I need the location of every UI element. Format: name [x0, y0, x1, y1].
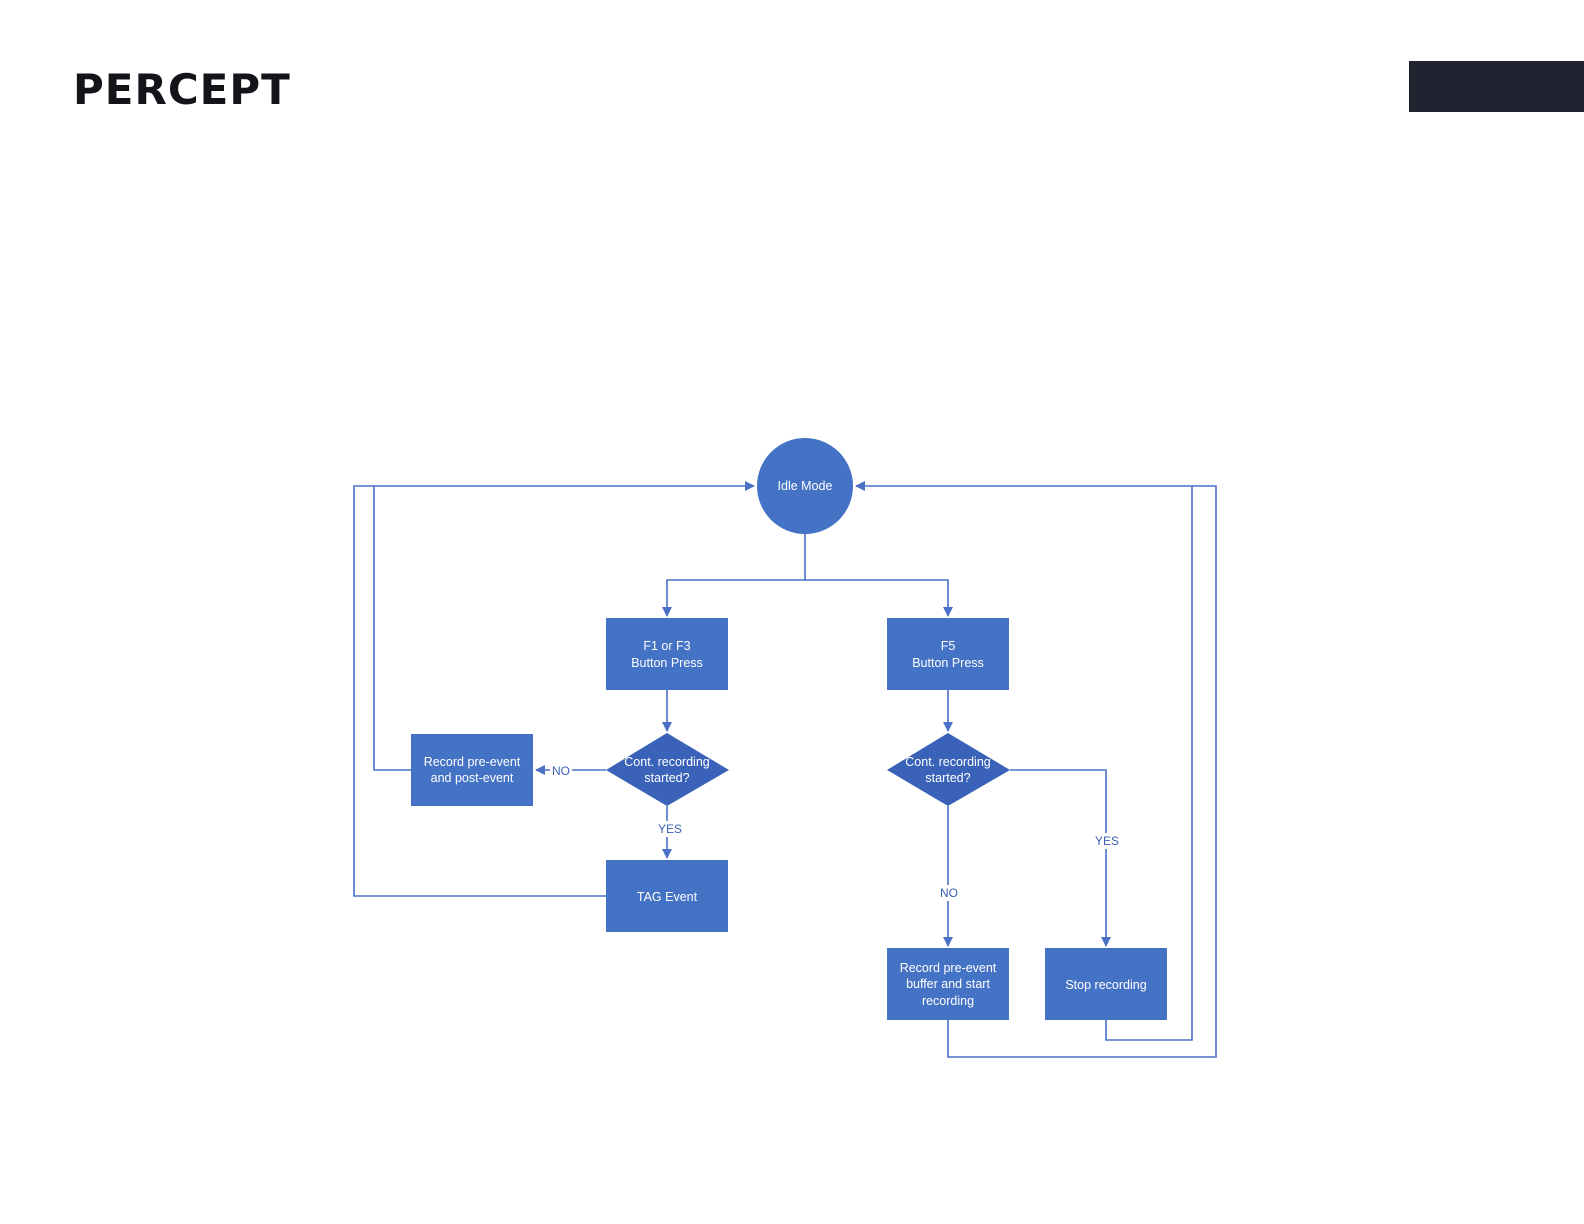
- node-f1f3-line2: Button Press: [631, 656, 703, 670]
- decision-right-line2: started?: [925, 771, 970, 785]
- node-recordbuffer-line1: Record pre-event: [900, 961, 997, 975]
- node-recordbuffer-line2: buffer and start: [906, 977, 990, 991]
- decision-left-cont-recording: Cont. recording started?: [606, 733, 729, 806]
- label-left-no: NO: [552, 764, 570, 778]
- decision-right-line1: Cont. recording: [905, 755, 991, 769]
- node-stop-recording: Stop recording: [1045, 948, 1167, 1020]
- node-recordbuffer-line3: recording: [922, 994, 974, 1008]
- edge-tag-idle: [354, 486, 606, 896]
- decision-left-line2: started?: [644, 771, 689, 785]
- node-idle-mode-text: Idle Mode: [778, 479, 833, 493]
- node-tag-text: TAG Event: [637, 890, 698, 904]
- node-f1-f3-button-press: F1 or F3 Button Press: [606, 618, 728, 690]
- node-recordpost-line2: and post-event: [431, 771, 514, 785]
- decision-left-line1: Cont. recording: [624, 755, 710, 769]
- node-f5-button-press: F5 Button Press: [887, 618, 1009, 690]
- node-f5-line2: Button Press: [912, 656, 984, 670]
- node-recordpost-line1: Record pre-event: [424, 755, 521, 769]
- node-f5-line1: F5: [941, 639, 956, 653]
- node-idle-mode: Idle Mode: [757, 438, 853, 534]
- node-record-pre-post-event: Record pre-event and post-event: [411, 734, 533, 806]
- node-record-buffer-start: Record pre-event buffer and start record…: [887, 948, 1009, 1020]
- node-f1f3-line1: F1 or F3: [643, 639, 690, 653]
- node-stop-text: Stop recording: [1065, 978, 1146, 992]
- edge-idle-split: [667, 534, 805, 616]
- node-tag-event: TAG Event: [606, 860, 728, 932]
- label-left-yes: YES: [658, 822, 682, 836]
- edge-idle-f5: [805, 580, 948, 616]
- label-right-no: NO: [940, 886, 958, 900]
- edge-right-yes: [1010, 770, 1106, 946]
- label-right-yes: YES: [1095, 834, 1119, 848]
- decision-right-cont-recording: Cont. recording started?: [887, 733, 1010, 806]
